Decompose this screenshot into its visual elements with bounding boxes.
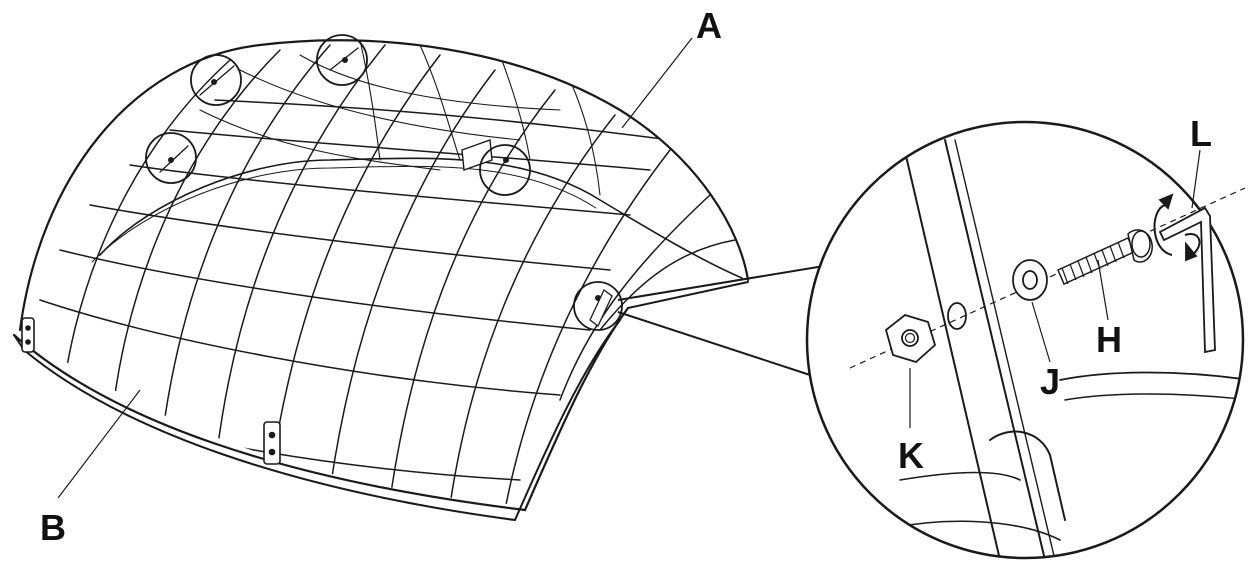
fastener-circle-5 xyxy=(573,281,623,331)
nut xyxy=(884,314,937,364)
cage-dome xyxy=(12,34,750,522)
leader-L xyxy=(1191,149,1201,209)
hex-key xyxy=(1153,193,1216,354)
callout-H: H xyxy=(1096,319,1122,360)
frame-bar xyxy=(899,129,1001,558)
leader-A xyxy=(621,37,693,129)
callout-K: K xyxy=(898,435,924,476)
fastener-circles xyxy=(145,34,623,331)
fastener-circle-1 xyxy=(190,54,242,106)
bracket-top xyxy=(461,139,493,171)
screw xyxy=(1057,229,1153,286)
leader-H xyxy=(1097,259,1109,321)
leader-lines xyxy=(57,37,1201,499)
cage-mesh xyxy=(39,40,736,505)
bracket-front xyxy=(263,421,281,465)
bracket-left xyxy=(21,317,35,353)
bolt-hole xyxy=(947,302,967,330)
fastener-circle-4 xyxy=(479,144,531,196)
leader-J xyxy=(1031,301,1051,363)
base-rim xyxy=(12,281,749,522)
fastener-circle-3 xyxy=(145,132,197,184)
leader-B xyxy=(57,389,141,499)
detail-view xyxy=(805,120,1246,560)
washer xyxy=(1012,259,1048,301)
callout-B: B xyxy=(40,507,66,548)
detail-circle xyxy=(805,120,1245,560)
callout-L: L xyxy=(1190,113,1212,154)
rotate-arrow-icon xyxy=(1185,241,1198,262)
zoom-connector xyxy=(617,264,831,376)
callout-A: A xyxy=(696,5,722,46)
fastener-circle-2 xyxy=(316,34,368,86)
dome-outline xyxy=(18,39,750,332)
callout-J: J xyxy=(1040,361,1060,402)
